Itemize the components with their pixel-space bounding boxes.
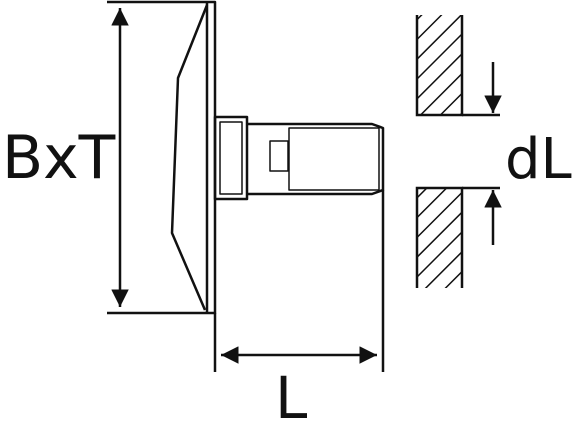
workpiece-plate-top <box>415 15 464 117</box>
rivet-head <box>170 0 217 315</box>
rivet-shank <box>213 115 385 201</box>
label-dl: dL <box>505 127 572 192</box>
dimension-dl <box>462 62 502 245</box>
workpiece-plate-bottom <box>415 186 464 288</box>
label-l: L <box>275 364 307 432</box>
dimension-bxt <box>107 0 207 315</box>
label-bxt: BxT <box>2 123 116 193</box>
dimension-l <box>213 190 385 372</box>
